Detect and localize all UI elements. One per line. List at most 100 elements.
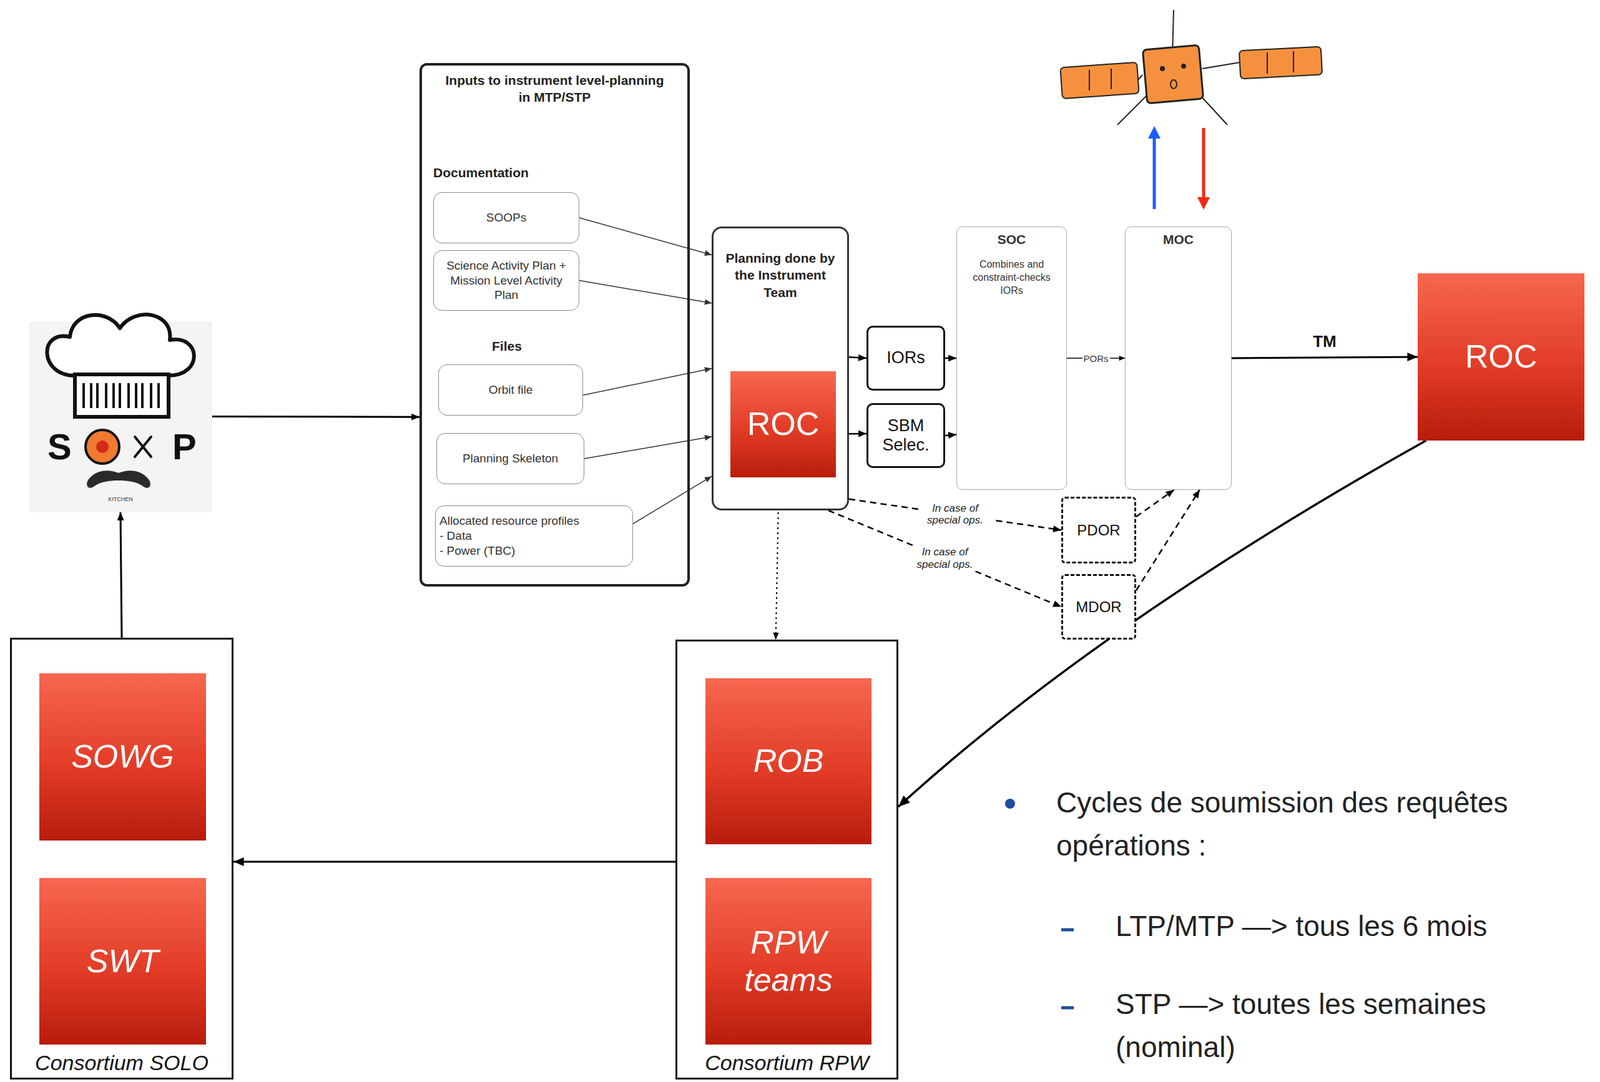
box-label: SOOPs (486, 210, 527, 226)
spacecraft-illustration (1060, 9, 1323, 210)
rob-box: ROB (705, 678, 872, 845)
doc-box: Science Activity Plan + Mission Level Ac… (433, 250, 580, 311)
rpw-teams-box: RPW teams (705, 878, 872, 1046)
arrow-head (411, 413, 420, 421)
connector (584, 435, 712, 459)
connector-line (849, 499, 1062, 531)
box-label: SOWG (71, 738, 175, 776)
panel-heading: Files (491, 338, 522, 354)
consortium-box: Consortium SOLO SOWG SWT (9, 638, 234, 1080)
connector-line (1231, 357, 1418, 359)
inputs-panel: Inputs to instrument level-planning in M… (419, 63, 690, 587)
connector-line (1136, 490, 1175, 517)
mdor-box: MDOR (1061, 574, 1137, 640)
panel-heading: Documentation (433, 165, 529, 181)
roc-box: ROC (730, 371, 836, 478)
box-label: IORs (886, 348, 926, 368)
connector-line (579, 217, 712, 256)
box-label: - Data (439, 528, 472, 544)
arrow-head (898, 795, 911, 808)
connector (945, 431, 957, 439)
edge-label: PORs (1081, 353, 1110, 364)
edge-label: In case of special ops. (908, 546, 982, 572)
box-label: SBM Selec. (872, 416, 940, 456)
planning-box: Planning done by the Instrument TeamROC (711, 226, 850, 511)
arrow-head (704, 250, 712, 256)
box-label: Allocated resource profiles (439, 513, 580, 529)
arrow-head (1192, 490, 1200, 499)
logo-node: SPKITCHEN (28, 321, 213, 513)
box-label: ROB (753, 742, 825, 781)
box-title: Planning done by the Instrument Team (717, 249, 844, 301)
box-title: MOC (1163, 232, 1194, 248)
arrow-head (704, 476, 712, 483)
connector (117, 512, 125, 639)
bullet-text: Cycles de soumission des requêtes opérat… (1056, 781, 1581, 868)
doc-box: SOOPs (433, 192, 580, 244)
sowg-box: SOWG (39, 673, 207, 841)
edge-label: In case of special ops. (918, 502, 992, 527)
connector (583, 367, 712, 396)
logo-letter: KITCHEN (107, 496, 133, 503)
box-title: Combines and constraint-checks IORs (960, 258, 1063, 298)
box-label: SWT (86, 943, 160, 981)
connector (579, 280, 712, 306)
connector (849, 499, 1062, 533)
box-label: - Power (TBC) (439, 543, 516, 559)
arrow-head (117, 512, 125, 521)
panel-heading: Inputs to instrument level-planning in M… (425, 71, 684, 107)
moc-box: MOC (1124, 226, 1232, 491)
swt-box: SWT (39, 878, 207, 1046)
edge-label: TM (1312, 332, 1337, 352)
arrow-head (1407, 352, 1418, 362)
arrow-head (948, 431, 957, 439)
connector (849, 430, 867, 438)
arrow-head (948, 355, 957, 363)
arrow-head (233, 857, 245, 867)
box-label: ROC (1465, 338, 1538, 376)
connector-line (584, 436, 712, 459)
box-label: ROC (747, 405, 820, 444)
pdor-box: PDOR (1061, 496, 1137, 564)
connector-line (1136, 490, 1200, 591)
box-label: MDOR (1075, 598, 1122, 617)
connector-line (579, 280, 712, 304)
connector (1136, 490, 1200, 591)
arrow-head (704, 299, 712, 305)
box-label: Planning Skeleton (462, 451, 559, 467)
file-box: Allocated resource profiles- Data- Power… (435, 505, 634, 567)
arrow-head (1052, 601, 1062, 608)
connector (1136, 490, 1175, 517)
connector-line (120, 512, 122, 639)
connector-line (212, 415, 420, 419)
sbm-box: SBM Selec. (866, 403, 946, 469)
bullet-text: LTP/MTP —> tous les 6 mois (1115, 905, 1578, 949)
connector (233, 857, 676, 867)
arrow-head (1119, 355, 1125, 361)
arrow-head (704, 435, 712, 441)
arrow-head (772, 633, 779, 640)
consortium-label: Consortium SOLO (34, 1051, 209, 1076)
connector (579, 217, 712, 256)
box-label: Orbit file (488, 382, 534, 398)
box-title: SOC (997, 232, 1027, 248)
soc-box: SOC Combines and constraint-checks IORs (956, 226, 1067, 491)
file-box: Planning Skeleton (436, 433, 585, 485)
box-label: PDOR (1076, 521, 1120, 540)
consortium-label: Consortium RPW (704, 1051, 869, 1076)
connector-line (583, 368, 712, 396)
consortium-box: Consortium RPW ROB RPW teams (675, 639, 899, 1080)
connector (633, 476, 712, 524)
arrow-head (858, 430, 867, 438)
ior-box: IORs (866, 325, 946, 391)
box-label: RPW teams (709, 924, 868, 1000)
arrow-head (1052, 525, 1062, 533)
roc-box: ROC (1417, 273, 1585, 441)
soop-kitchen-logo (28, 314, 213, 513)
box-label: Science Activity Plan + Mission Level Ac… (437, 258, 575, 303)
connector (212, 413, 420, 421)
file-box: Orbit file (438, 364, 584, 416)
logo-letter: P (172, 426, 197, 469)
connector (1231, 352, 1418, 362)
